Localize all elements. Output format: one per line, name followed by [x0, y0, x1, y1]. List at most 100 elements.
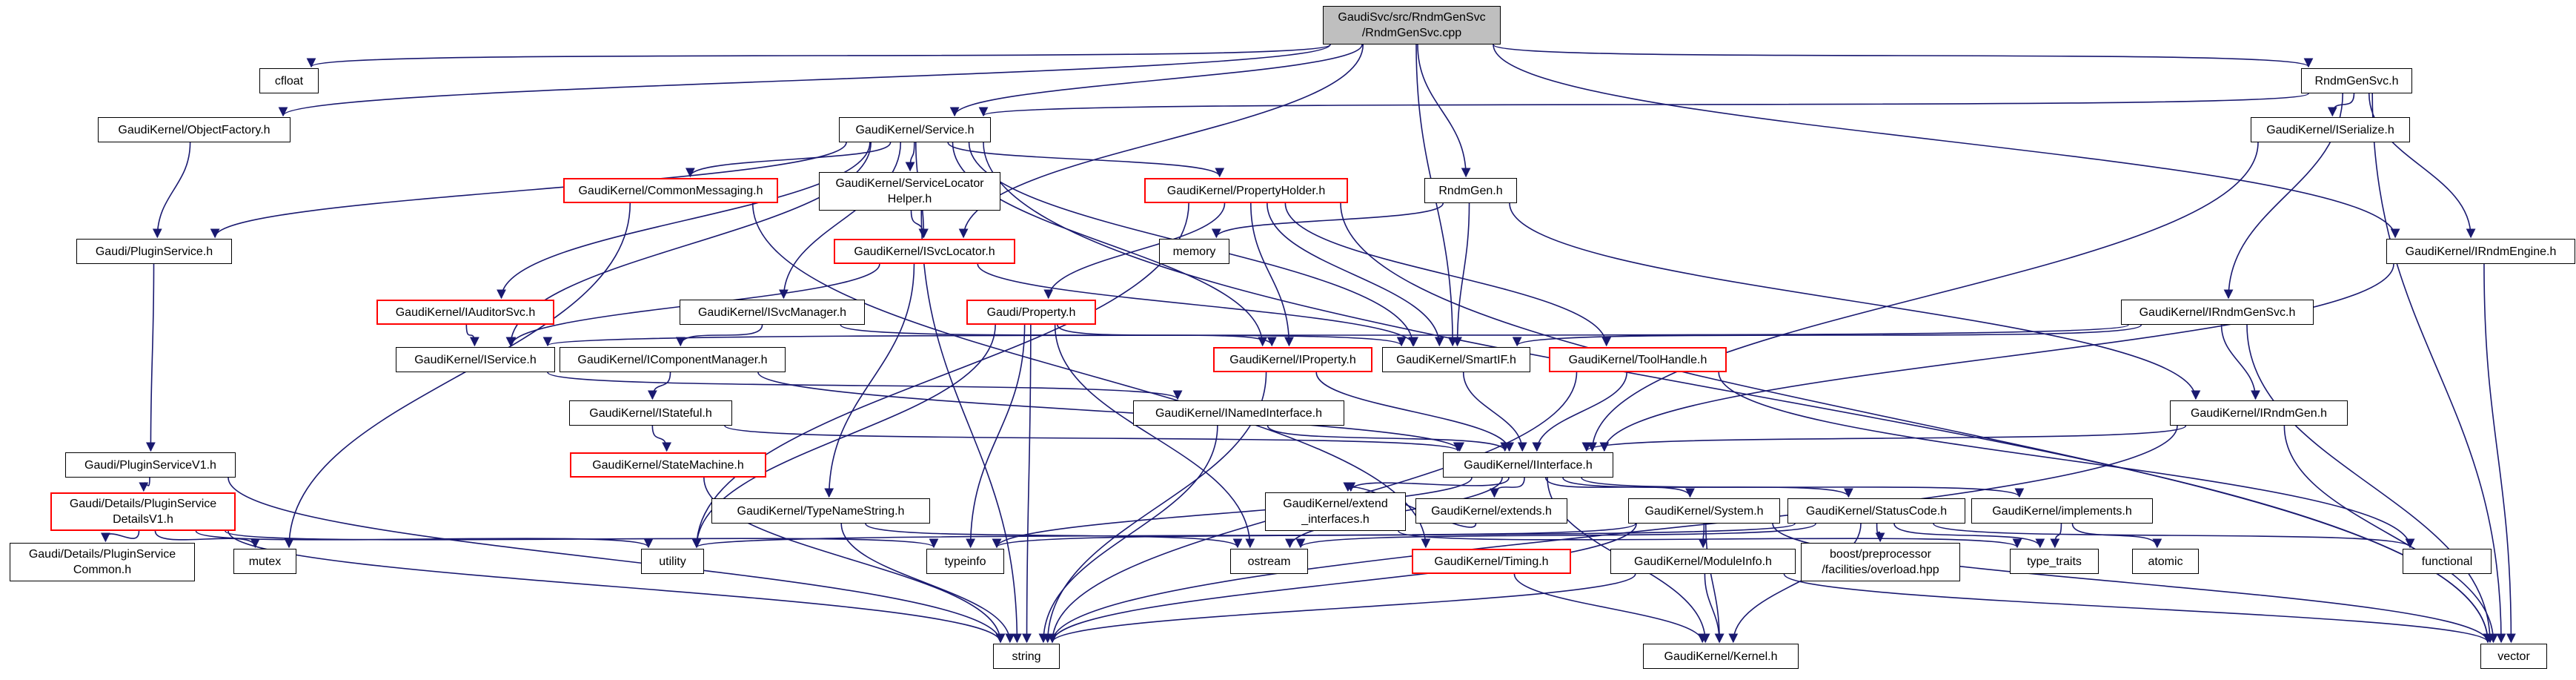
graph-node-iauditorsvc[interactable]: GaudiKernel/IAuditorSvc.h: [376, 300, 554, 325]
graph-node-inamedinterface[interactable]: GaudiKernel/INamedInterface.h: [1133, 400, 1344, 426]
graph-node-iserialize[interactable]: GaudiKernel/ISerialize.h: [2251, 117, 2410, 142]
edge-istateful-to-statemachine: [651, 425, 672, 452]
graph-node-kernel_h[interactable]: GaudiKernel/Kernel.h: [1643, 644, 1799, 669]
edge-toolhandle-to-functional: [1718, 372, 2415, 549]
graph-node-label: GaudiKernel/IRndmEngine.h: [2405, 245, 2557, 258]
edge-pluginservicedetailsv1-to-mutex: [154, 530, 260, 549]
graph-node-label: DetailsV1.h: [113, 513, 173, 526]
graph-node-label: boost/preprocessor: [1830, 548, 1931, 561]
edge-statuscode-to-ostream: [1295, 523, 1816, 549]
graph-node-label: typeinfo: [944, 555, 986, 568]
graph-node-service_h[interactable]: GaudiKernel/Service.h: [839, 117, 991, 142]
graph-node-label: GaudiKernel/ISerialize.h: [2266, 123, 2394, 136]
graph-node-label: Gaudi/Details/PluginService: [69, 498, 217, 510]
edge-irndmgen-to-iinterface: [1581, 425, 2187, 452]
edge-extends-to-extend_interfaces: [1343, 482, 1477, 528]
graph-node-statemachine[interactable]: GaudiKernel/StateMachine.h: [570, 452, 766, 478]
graph-node-label: /facilities/overload.hpp: [1822, 564, 1939, 576]
graph-node-smartif[interactable]: GaudiKernel/SmartIF.h: [1382, 347, 1530, 372]
graph-node-gaudi_property[interactable]: Gaudi/Property.h: [966, 300, 1096, 325]
edge-pluginservicedetailsv1-to-utility: [195, 530, 654, 549]
graph-node-extend_interfaces[interactable]: GaudiKernel/extend _interfaces.h: [1265, 492, 1406, 531]
graph-node-extends[interactable]: GaudiKernel/extends.h: [1415, 498, 1567, 524]
edge-implements-to-type_traits: [2050, 523, 2062, 549]
graph-node-istateful[interactable]: GaudiKernel/IStateful.h: [569, 400, 732, 426]
graph-node-iservice[interactable]: GaudiKernel/IService.h: [396, 347, 555, 372]
edge-pluginservice-to-pluginservicev1: [146, 263, 156, 452]
graph-node-label: atomic: [2148, 555, 2183, 568]
graph-node-label: RndmGenSvc.h: [2314, 74, 2399, 88]
edge-system_h-to-moduleinfo: [1698, 523, 1708, 549]
edge-irndmengine-to-vector: [2483, 263, 2516, 644]
graph-node-isvclocator[interactable]: GaudiKernel/ISvcLocator.h: [834, 239, 1015, 264]
edge-isvclocator-to-typenamestring: [824, 263, 915, 498]
graph-node-label: GaudiKernel/IRndmGen.h: [2190, 406, 2328, 420]
graph-node-isvcmanager[interactable]: GaudiKernel/ISvcManager.h: [680, 300, 865, 325]
graph-node-statuscode[interactable]: GaudiKernel/StatusCode.h: [1787, 498, 1965, 524]
edge-main-to-rndmgensvc_h: [1493, 44, 2313, 68]
graph-node-irndmgensvc[interactable]: GaudiKernel/IRndmGenSvc.h: [2121, 300, 2314, 325]
edge-rndmgensvc_h-to-iserialize: [2327, 93, 2355, 117]
graph-node-label: /RndmGenSvc.cpp: [1361, 27, 1462, 39]
edge-moduleinfo-to-vector: [1783, 573, 2493, 644]
graph-node-label: GaudiKernel/SmartIF.h: [1396, 353, 1516, 366]
graph-node-label: GaudiKernel/Timing.h: [1434, 555, 1549, 568]
edge-main-to-irndmengine: [1493, 44, 2400, 239]
edge-timing-to-kernel_h: [1513, 573, 1707, 644]
graph-node-irndmgen[interactable]: GaudiKernel/IRndmGen.h: [2170, 400, 2348, 426]
edge-implements-to-atomic: [2071, 523, 2162, 549]
edge-main-to-rndmgen_h: [1417, 44, 1471, 178]
graph-node-rndmgen_h[interactable]: RndmGen.h: [1424, 178, 1517, 203]
edge-smartif-to-iinterface: [1462, 372, 1527, 452]
graph-node-pluginservice[interactable]: Gaudi/PluginService.h: [76, 239, 232, 264]
graph-node-label: GaudiKernel/IService.h: [414, 353, 537, 366]
graph-node-label: GaudiKernel/ServiceLocator: [835, 177, 984, 190]
graph-node-atomic: atomic: [2132, 549, 2199, 574]
graph-node-typenamestring[interactable]: GaudiKernel/TypeNameString.h: [711, 498, 930, 524]
graph-node-label: GaudiKernel/ObjectFactory.h: [118, 123, 270, 136]
graph-node-system_h[interactable]: GaudiKernel/System.h: [1628, 498, 1780, 524]
graph-node-label: GaudiKernel/Service.h: [855, 123, 975, 136]
edge-iauditorsvc-to-iservice: [465, 324, 479, 347]
edge-propertyholder-to-utility: [691, 202, 1189, 549]
graph-node-rndmgensvc_h[interactable]: RndmGenSvc.h: [2301, 68, 2412, 93]
graph-node-moduleinfo[interactable]: GaudiKernel/ModuleInfo.h: [1610, 549, 1796, 574]
graph-node-irndmengine[interactable]: GaudiKernel/IRndmEngine.h: [2386, 239, 2575, 264]
graph-node-label: cfloat: [274, 74, 304, 88]
graph-node-iproperty[interactable]: GaudiKernel/IProperty.h: [1213, 347, 1372, 372]
edge-service_h-to-pluginservice: [210, 142, 847, 239]
graph-node-implements[interactable]: GaudiKernel/implements.h: [1971, 498, 2153, 524]
graph-node-label: Gaudi/Property.h: [986, 306, 1076, 319]
graph-node-label: GaudiKernel/StateMachine.h: [592, 458, 744, 472]
edge-irndmengine-to-iinterface: [1599, 263, 2394, 452]
edge-iservice-to-inamedinterface: [547, 372, 1183, 400]
edge-moduleinfo-to-string: [1047, 573, 1636, 644]
edge-iinterface-to-extends: [1490, 477, 1525, 498]
edge-inamedinterface-to-iinterface: [1267, 425, 1510, 452]
graph-node-icomponentmanager[interactable]: GaudiKernel/IComponentManager.h: [560, 347, 786, 372]
graph-node-label: GaudiKernel/extend: [1283, 498, 1388, 510]
graph-node-iinterface[interactable]: GaudiKernel/IInterface.h: [1443, 452, 1613, 478]
edge-pluginservicedetailsv1-to-string: [228, 530, 1006, 644]
graph-node-label: GaudiKernel/ISvcManager.h: [697, 306, 847, 319]
graph-node-ostream: ostream: [1230, 549, 1308, 574]
graph-node-pluginservicev1[interactable]: Gaudi/PluginServiceV1.h: [65, 452, 236, 478]
edge-statuscode-to-boost_overload: [1875, 523, 1885, 543]
graph-node-objectfactory[interactable]: GaudiKernel/ObjectFactory.h: [98, 117, 291, 142]
edge-typenamestring-to-ostream: [865, 523, 1243, 549]
graph-node-label: GaudiKernel/IRndmGenSvc.h: [2139, 306, 2296, 319]
edge-inamedinterface-to-string: [1038, 425, 1218, 644]
edge-service_h-to-iauditorsvc: [497, 142, 871, 300]
graph-node-timing[interactable]: GaudiKernel/Timing.h: [1412, 549, 1571, 574]
edge-pluginservicedetailsv1-to-pluginservicecommon: [101, 530, 140, 543]
graph-node-label: _interfaces.h: [1301, 513, 1370, 526]
graph-node-commonmessaging[interactable]: GaudiKernel/CommonMessaging.h: [563, 178, 778, 203]
edge-commonmessaging-to-mutex: [284, 202, 631, 549]
graph-node-toolhandle[interactable]: GaudiKernel/ToolHandle.h: [1549, 347, 1727, 372]
graph-node-propertyholder[interactable]: GaudiKernel/PropertyHolder.h: [1144, 178, 1348, 203]
